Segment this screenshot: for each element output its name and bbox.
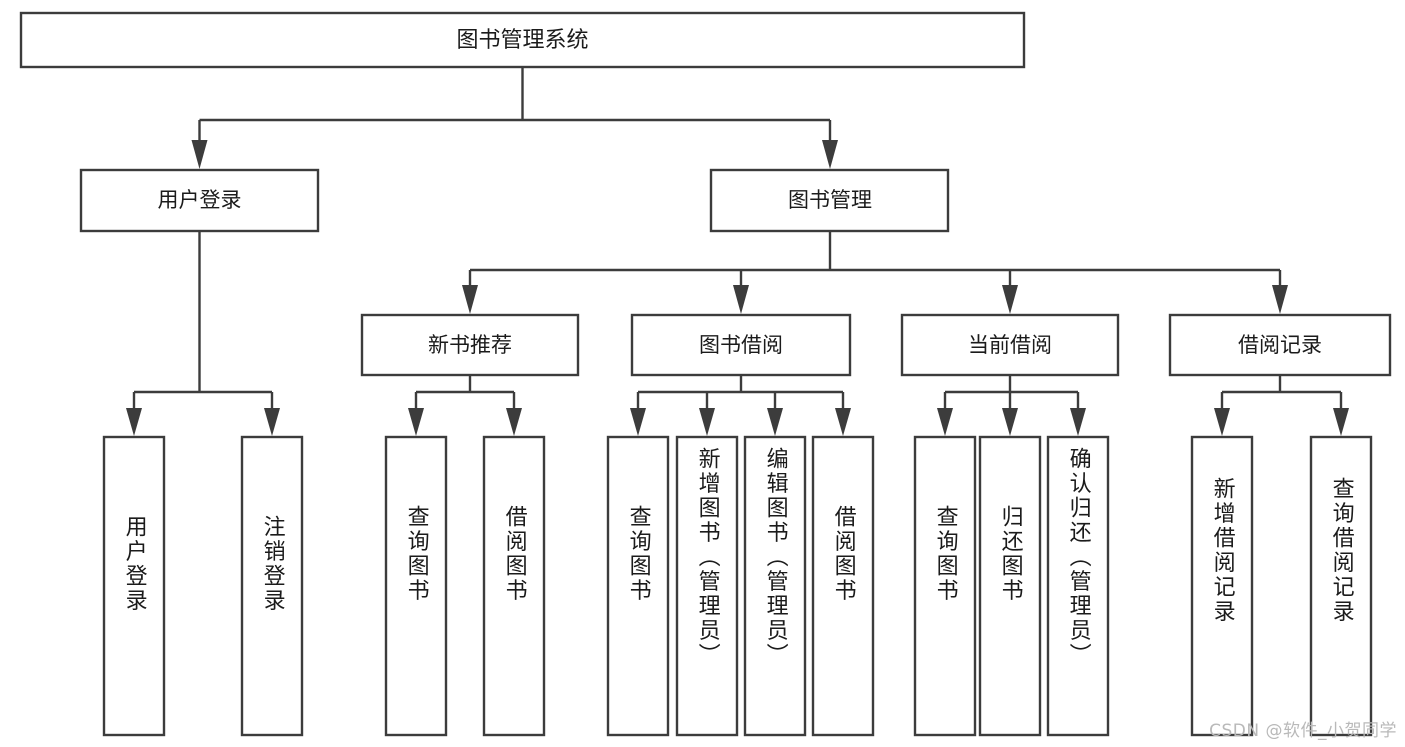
node-user-login-label: 用户登录: [158, 188, 242, 212]
node-new-book-rec-label: 新书推荐: [428, 333, 512, 357]
leaf-q-record-box[interactable]: [1309, 435, 1373, 737]
node-root-box[interactable]: [19, 11, 1026, 69]
leaf-edit-book-box[interactable]: [743, 435, 807, 737]
node-borrow-record-label: 借阅记录: [1238, 333, 1322, 357]
leaf-return-book-box[interactable]: [978, 435, 1042, 737]
node-current-borrow-box[interactable]: [900, 313, 1120, 377]
arrowhead-book-borrow: [733, 285, 749, 314]
leaf-borrow-book-2-box[interactable]: [811, 435, 875, 737]
arrowhead-new-book-rec: [462, 285, 478, 314]
arrowhead-current-borrow: [1002, 285, 1018, 314]
arrowhead-leaf-confirm-return: [1070, 408, 1086, 436]
leaf-add-book-box[interactable]: [675, 435, 739, 737]
arrowhead-leaf-q-book-3: [937, 408, 953, 436]
node-user-login-box[interactable]: [79, 168, 320, 233]
arrowhead-leaf-add-record: [1214, 408, 1230, 436]
node-book-mgmt-box[interactable]: [709, 168, 950, 233]
node-current-borrow-label: 当前借阅: [968, 333, 1052, 357]
arrowhead-leaf-edit-book: [767, 408, 783, 436]
node-book-mgmt-label: 图书管理: [788, 188, 872, 212]
horizontal-label-layer: 图书管理系统 用户登录 图书管理 新书推荐 图书借阅 当前借阅 借阅记录: [158, 28, 1323, 357]
node-root-label: 图书管理系统: [456, 28, 588, 53]
arrowhead-leaf-logout: [264, 408, 280, 436]
node-new-book-rec-box[interactable]: [360, 313, 580, 377]
leaf-confirm-return-box[interactable]: [1046, 435, 1110, 737]
leaf-q-book-1-box[interactable]: [384, 435, 448, 737]
arrowhead-book-mgmt: [822, 140, 838, 169]
leaf-q-book-2-box[interactable]: [606, 435, 670, 737]
arrowhead-leaf-q-book-2: [630, 408, 646, 436]
arrowhead-user-login: [191, 140, 208, 169]
arrowhead-leaf-add-book: [699, 408, 715, 436]
node-layer: [19, 11, 1392, 737]
node-borrow-record-box[interactable]: [1168, 313, 1392, 377]
arrowhead-leaf-user-login: [126, 408, 142, 436]
leaf-logout-box[interactable]: [240, 435, 304, 737]
node-book-borrow-box[interactable]: [630, 313, 852, 377]
arrowhead-leaf-q-book-1: [408, 408, 424, 436]
arrowhead-leaf-q-record: [1333, 408, 1349, 436]
leaf-borrow-book-1-box[interactable]: [482, 435, 546, 737]
arrowhead-leaf-borrow-book-1: [506, 408, 522, 436]
leaf-user-login-box[interactable]: [102, 435, 166, 737]
arrowhead-leaf-borrow-book-2: [835, 408, 851, 436]
arrowhead-leaf-return-book: [1002, 408, 1018, 436]
node-book-borrow-label: 图书借阅: [699, 333, 783, 357]
watermark-text: CSDN @软件_小贺同学: [1209, 721, 1397, 741]
leaf-add-record-box[interactable]: [1190, 435, 1254, 737]
arrowhead-borrow-record: [1272, 285, 1288, 314]
connector-layer: [126, 67, 1349, 436]
leaf-q-book-3-box[interactable]: [913, 435, 977, 737]
